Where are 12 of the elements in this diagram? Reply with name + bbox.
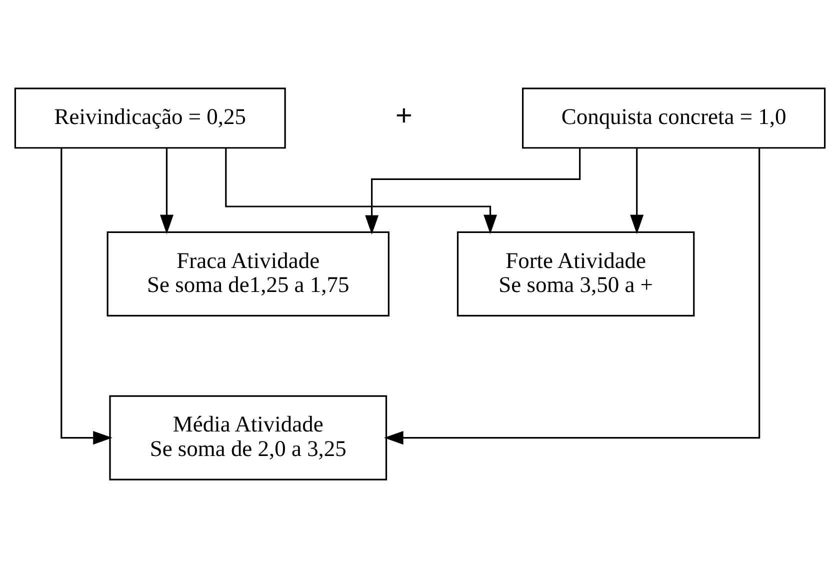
node-box: Conquista concreta = 1,0 [522,88,826,149]
node-box: Forte Atividade Se soma 3,50 a + [456,231,695,317]
arrow [365,148,581,235]
label: + [395,100,412,132]
arrow [225,148,498,234]
arrow [60,148,112,445]
arrow [160,148,174,234]
node-box: Média Atividade Se soma de 2,0 a 3,25 [109,395,388,480]
arrow [384,148,760,445]
node-box: Fraca Atividade Se soma de1,25 a 1,75 [106,231,390,317]
node-box: Reivindicação = 0,25 [14,88,286,149]
arrow [630,148,644,234]
